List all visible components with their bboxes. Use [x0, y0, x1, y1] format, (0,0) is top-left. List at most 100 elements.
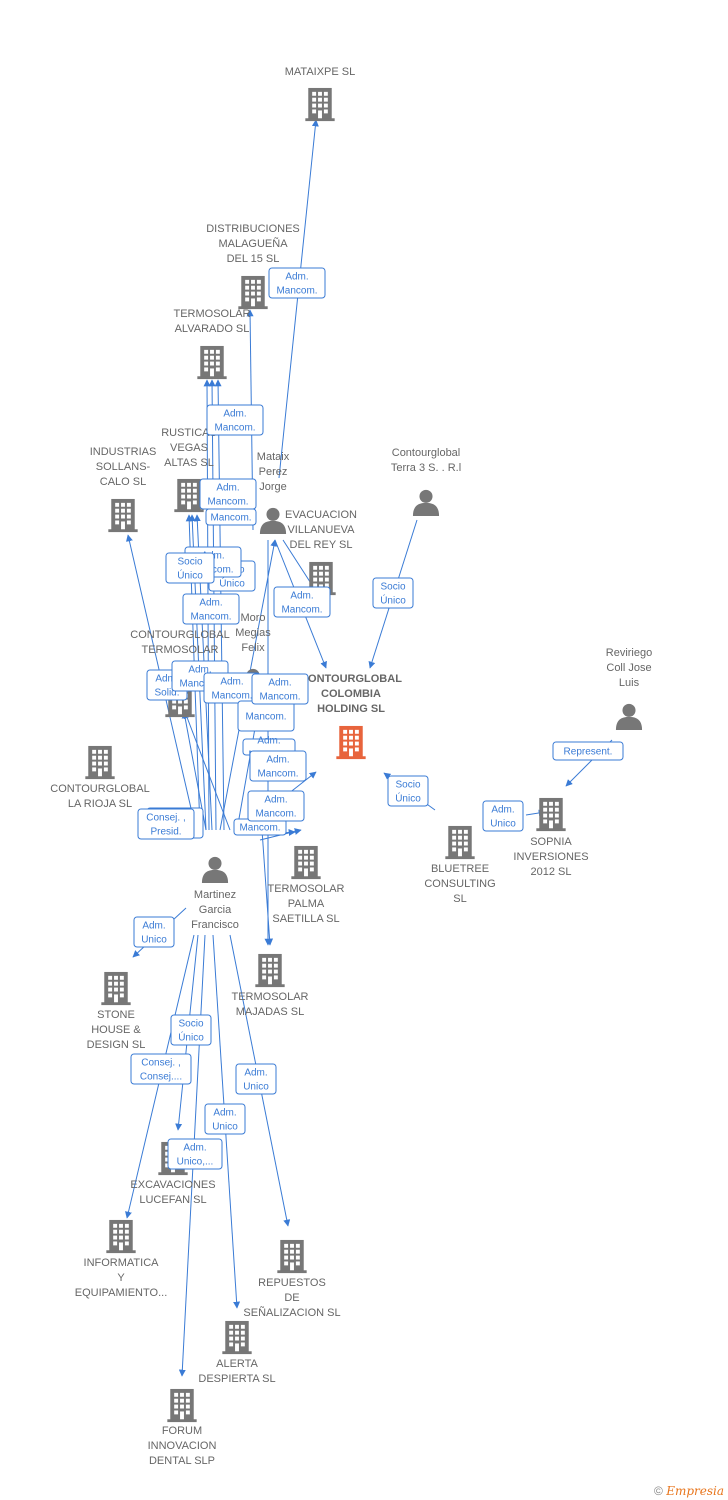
company-icon — [101, 971, 131, 1006]
edge-label-box[interactable]: Adm.Unico,... — [167, 1138, 223, 1170]
edge-label-box[interactable]: Adm. Mancom. — [249, 750, 307, 782]
edge-label-box[interactable]: Adm. Unico — [204, 1103, 246, 1135]
node-label-line: SOLLANS- — [96, 461, 151, 473]
node-label-line: SL — [453, 893, 466, 905]
edge-label-box[interactable]: Adm.Mancom. — [182, 593, 240, 625]
edge-label-box[interactable]: Adm.Unico — [235, 1063, 277, 1095]
edge-label-text: Adm. — [290, 591, 313, 602]
edge-label-text: Mancom. — [257, 769, 298, 780]
edge-label-text: Mancom. — [190, 612, 231, 623]
node-mataixpe[interactable]: MATAIXPE SL — [285, 66, 356, 122]
node-label-line: EQUIPAMIENTO... — [75, 1287, 168, 1299]
edge-label-text: Adm. — [155, 674, 178, 685]
company-icon — [106, 1219, 136, 1254]
edge-label-text: Socio — [380, 582, 405, 593]
node-label-line: EVACUACION — [285, 509, 357, 521]
edge-label-text: Consej. , — [146, 813, 185, 824]
edge-label-box[interactable]: Adm.Mancom. — [199, 478, 257, 510]
company-icon — [336, 725, 366, 760]
node-informatica[interactable]: INFORMATICAYEQUIPAMIENTO... — [75, 1219, 168, 1299]
edge-label-box[interactable]: Adm.Unico — [133, 916, 175, 948]
edge-label-text: Adm. — [266, 755, 289, 766]
company-icon — [85, 745, 115, 780]
edge-label-text: Mancom. — [211, 691, 252, 702]
node-label-line: SAETILLA SL — [272, 913, 339, 925]
edge-label-text: Solid. — [154, 688, 179, 699]
node-label-line: VILLANUEVA — [287, 524, 355, 536]
edge-label-box[interactable]: Represent. — [552, 741, 624, 761]
node-label-line: DENTAL SLP — [149, 1455, 215, 1467]
node-label-line: CONTOURGLOBAL — [50, 783, 149, 795]
node-label-line: Felix — [241, 642, 265, 654]
edge-label-box[interactable]: Consej. ,Consej.... — [130, 1053, 192, 1085]
company-icon — [305, 87, 335, 122]
node-label-line: DESIGN SL — [87, 1039, 146, 1051]
node-label-line: Megias — [235, 627, 271, 639]
node-label-line: DESPIERTA SL — [198, 1373, 275, 1385]
edge-label-box[interactable]: Mancom. — [233, 818, 287, 836]
edge-label-box[interactable]: Adm.Mancom. — [273, 586, 331, 618]
node-label-line: RUSTICAS — [161, 427, 217, 439]
node-label-line: DEL 15 SL — [227, 253, 280, 265]
edge-label-text: Adm. — [268, 678, 291, 689]
edge-label-box[interactable]: Adm.Mancom. — [247, 790, 305, 822]
node-label-line: HOLDING SL — [317, 703, 385, 715]
edge-label-text: Unico — [490, 819, 516, 830]
edge-label-box[interactable]: Adm.Mancom. — [268, 267, 326, 299]
edge-line — [278, 119, 319, 479]
edge-line — [261, 829, 274, 946]
edge-label-text: Mancom. — [245, 712, 286, 723]
node-label-line: TERMOSOLAR — [267, 883, 344, 895]
node-label-line: Martinez — [194, 889, 236, 901]
node-label-line: Terra 3 S. . R.l — [391, 462, 461, 474]
edge-label-text: Adm. — [285, 272, 308, 283]
edge-label-text: Adm. — [264, 795, 287, 806]
edge-label-text: Unico — [212, 1122, 238, 1133]
edge-label-text: Adm. — [183, 1143, 206, 1154]
node-label-line: STONE — [97, 1009, 135, 1021]
edge-label-box[interactable]: Mancom. — [205, 508, 257, 526]
node-label-line: LUCEFAN SL — [139, 1194, 206, 1206]
edge-label-box[interactable]: Adm.Mancom. — [203, 672, 261, 704]
edge-label-box[interactable]: Consej. ,Presid. — [137, 808, 195, 840]
brand-logo[interactable]: Empresia — [666, 1484, 724, 1498]
edge-label-text: Adm. — [213, 1108, 236, 1119]
edge-label-box[interactable]: Adm.Unico — [482, 800, 524, 832]
node-label-line: Contourglobal — [392, 447, 461, 459]
node-label-line: ALTAS SL — [164, 457, 214, 469]
edge-label-box[interactable]: Adm.Mancom. — [206, 404, 264, 436]
edge-label-text: Único — [178, 1031, 204, 1044]
edge-label-text: Consej. , — [141, 1058, 180, 1069]
edge-label-box[interactable]: Adm.Mancom. — [251, 673, 309, 705]
edge-label-text: Único — [395, 792, 421, 805]
edge-label-box[interactable]: Mancom. — [237, 700, 295, 732]
node-label-line: COLOMBIA — [321, 688, 381, 700]
